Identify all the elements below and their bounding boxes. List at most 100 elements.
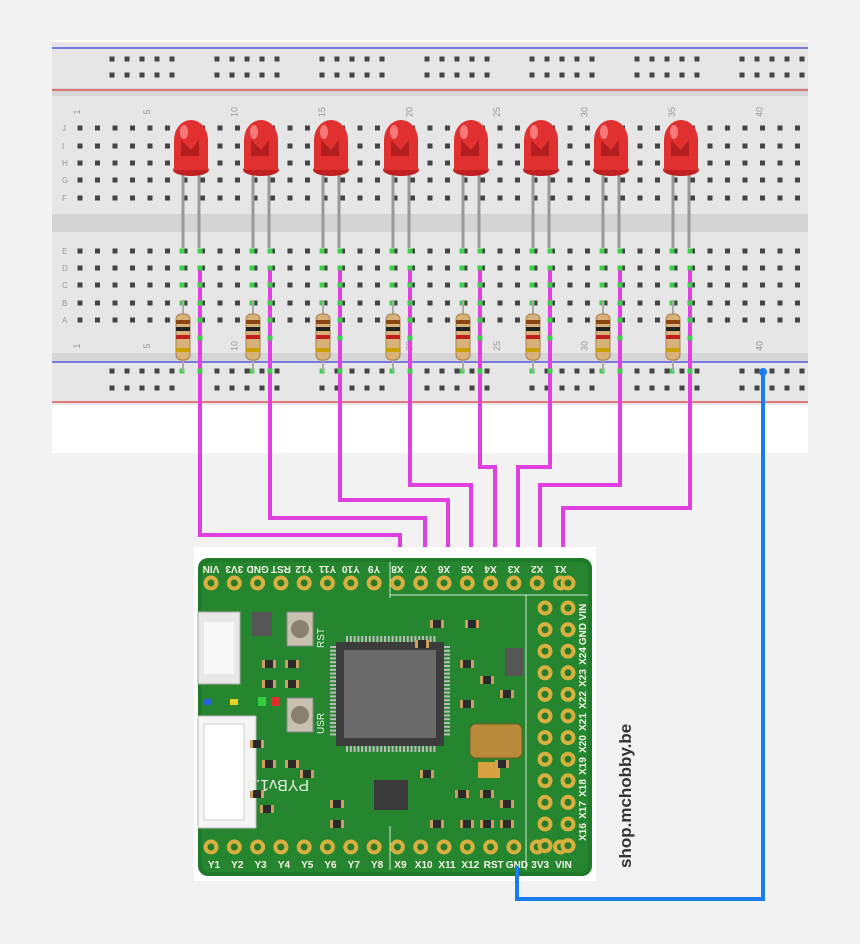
top-pin-label: X3	[507, 563, 520, 574]
top-pin-label: X7	[414, 563, 427, 574]
red-led	[243, 120, 279, 248]
bottom-pin-label: Y1	[208, 860, 221, 871]
breadboard: JIHGFEDCBA115510101515202025253030353540…	[52, 40, 808, 453]
bottom-pin-label: Y3	[254, 860, 267, 871]
bottom-pin-label: X9	[394, 860, 407, 871]
right-pin-label: X21	[578, 713, 589, 731]
top-pin-label: X2	[531, 563, 544, 574]
row-letter: D	[62, 264, 68, 273]
credit-text: shop.mchobby.be	[616, 723, 635, 868]
right-pin-label: VIN	[578, 604, 589, 621]
bottom-pin-label: Y6	[324, 860, 337, 871]
signal-wire	[516, 268, 552, 578]
top-pin-label: Y10	[341, 563, 359, 574]
led-row	[173, 120, 699, 248]
right-pin-label: X16	[578, 823, 589, 841]
top-pin-label: RST	[271, 563, 291, 574]
column-number: 40	[755, 341, 765, 351]
signal-wire	[408, 268, 473, 578]
signal-wire	[538, 268, 622, 578]
resistor	[385, 300, 401, 372]
row-letter: I	[62, 142, 64, 151]
rst-label: RST	[316, 628, 327, 648]
row-letter: G	[62, 176, 68, 185]
row-letter: C	[62, 281, 68, 290]
bottom-pin-label: Y8	[371, 860, 384, 871]
right-pin-label: X18	[578, 779, 589, 797]
row-letter: B	[62, 299, 67, 308]
column-number: 35	[667, 107, 677, 117]
bottom-pin-label: Y7	[348, 860, 361, 871]
bottom-pin-label: Y4	[278, 860, 291, 871]
bottom-pin-label: 3V3	[531, 860, 549, 871]
bottom-pin-label: VIN	[555, 860, 572, 871]
column-number: 1	[72, 343, 82, 348]
bottom-pin-label: X11	[438, 860, 456, 871]
column-number: 40	[755, 107, 765, 117]
resistor	[595, 300, 611, 372]
column-number: 10	[230, 107, 240, 117]
resistor	[665, 300, 681, 372]
column-number: 5	[142, 343, 152, 348]
row-letter: J	[62, 124, 66, 133]
red-led	[173, 120, 209, 248]
resistor	[175, 300, 191, 372]
column-number: 5	[142, 109, 152, 114]
red-led	[523, 120, 559, 248]
right-pin-label: X19	[578, 757, 589, 775]
red-led	[663, 120, 699, 248]
red-led	[383, 120, 419, 248]
column-number: 15	[317, 107, 327, 117]
column-number: 20	[405, 107, 415, 117]
bottom-pin-label: X12	[461, 860, 479, 871]
right-pin-label: X23	[578, 669, 589, 687]
row-letter: A	[62, 316, 68, 325]
resistor	[245, 300, 261, 372]
signal-wire	[478, 268, 497, 578]
top-pin-label: VIN	[203, 563, 220, 574]
resistor-row	[175, 300, 681, 372]
row-letter: F	[62, 194, 67, 203]
column-number: 30	[580, 107, 590, 117]
column-number: 1	[72, 109, 82, 114]
board-name: PYBv1.0	[247, 776, 309, 793]
row-letter: E	[62, 247, 67, 256]
right-pin-label: X17	[578, 801, 589, 819]
row-letter: H	[62, 159, 68, 168]
credit-label: shop.mchobby.be	[588, 690, 635, 870]
top-pin-label: X8	[391, 563, 404, 574]
column-number: 10	[230, 341, 240, 351]
bottom-pin-label: GND	[506, 860, 528, 871]
top-pin-label: X5	[461, 563, 474, 574]
red-led	[453, 120, 489, 248]
bottom-pin-label: Y5	[301, 860, 314, 871]
right-pin-label: X20	[578, 735, 589, 753]
column-number: 25	[492, 107, 502, 117]
top-pin-label: Y12	[295, 563, 313, 574]
resistor	[315, 300, 331, 372]
top-pin-label: X4	[484, 563, 497, 574]
bottom-pin-label: Y2	[231, 860, 244, 871]
resistor	[455, 300, 471, 372]
right-pin-label: X22	[578, 691, 589, 709]
right-pin-label: X24	[578, 647, 589, 665]
top-pin-label: X6	[437, 563, 450, 574]
red-led	[593, 120, 629, 248]
top-pin-label: Y9	[368, 563, 381, 574]
crystal	[469, 723, 523, 759]
top-pin-label: GND	[246, 563, 268, 574]
signal-wire	[561, 268, 692, 578]
top-pin-label: X1	[554, 563, 567, 574]
ground-wire	[515, 372, 765, 901]
usr-label: USR	[316, 713, 327, 734]
bottom-pin-label: RST	[484, 860, 504, 871]
column-number: 25	[492, 341, 502, 351]
top-pin-label: 3V3	[225, 563, 243, 574]
top-pin-label: Y11	[318, 563, 336, 574]
bottom-pin-label: X10	[415, 860, 433, 871]
resistor	[525, 300, 541, 372]
column-number: 30	[580, 341, 590, 351]
signal-wire	[338, 268, 450, 578]
